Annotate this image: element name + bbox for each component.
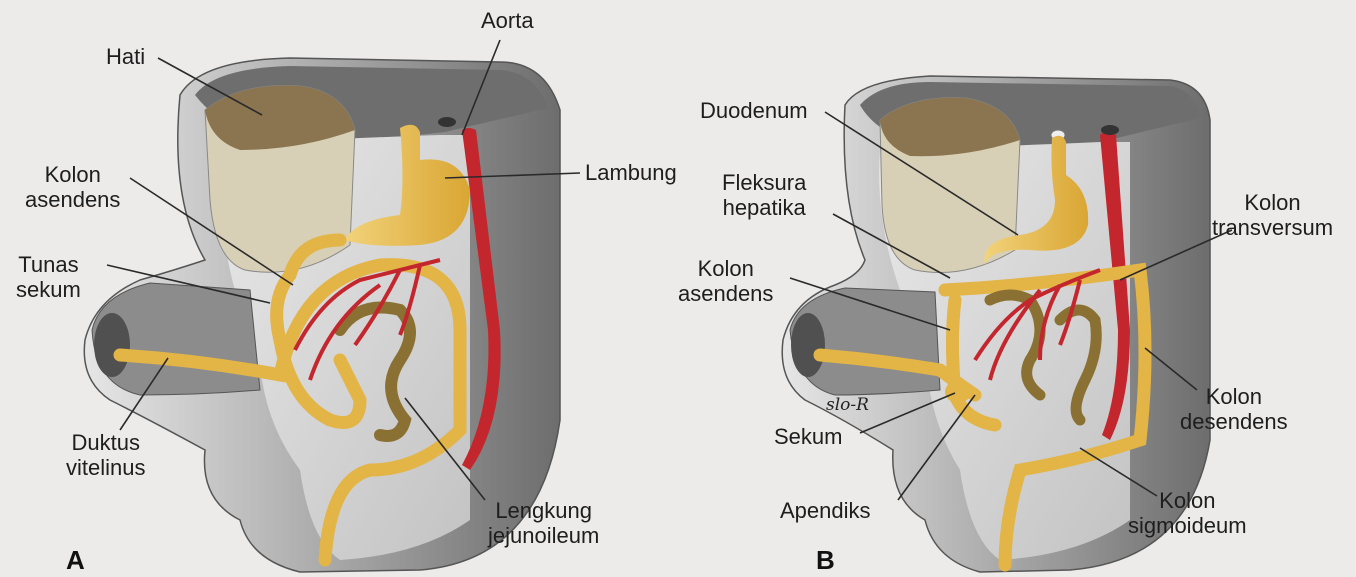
label-kolon-asendens-b: Kolon asendens	[678, 256, 773, 306]
label-lengkung-jejunoileum: Lengkung jejunoileum	[488, 498, 599, 548]
label-kolon-sigmoideum: Kolon sigmoideum	[1128, 488, 1247, 538]
label-tunas-sekum: Tunas sekum	[16, 252, 81, 302]
label-fleksura-hepatika: Fleksura hepatika	[722, 170, 806, 220]
label-sekum: Sekum	[774, 424, 842, 449]
panel-letter-a: A	[66, 545, 85, 576]
label-duktus-vitelinus: Duktus vitelinus	[66, 430, 145, 480]
label-lambung: Lambung	[585, 160, 677, 185]
label-duodenum: Duodenum	[700, 98, 808, 123]
label-apendiks: Apendiks	[780, 498, 871, 523]
label-kolon-desendens: Kolon desendens	[1180, 384, 1288, 434]
panel-a-drawing	[84, 58, 560, 572]
label-kolon-transversum: Kolon transversum	[1212, 190, 1333, 240]
label-kolon-asendens-a: Kolon asendens	[25, 162, 120, 212]
label-aorta-text: Aorta	[481, 8, 534, 33]
label-hati: Hati	[106, 44, 145, 69]
artist-signature: slo-R	[826, 395, 869, 415]
panel-letter-b: B	[816, 545, 835, 576]
